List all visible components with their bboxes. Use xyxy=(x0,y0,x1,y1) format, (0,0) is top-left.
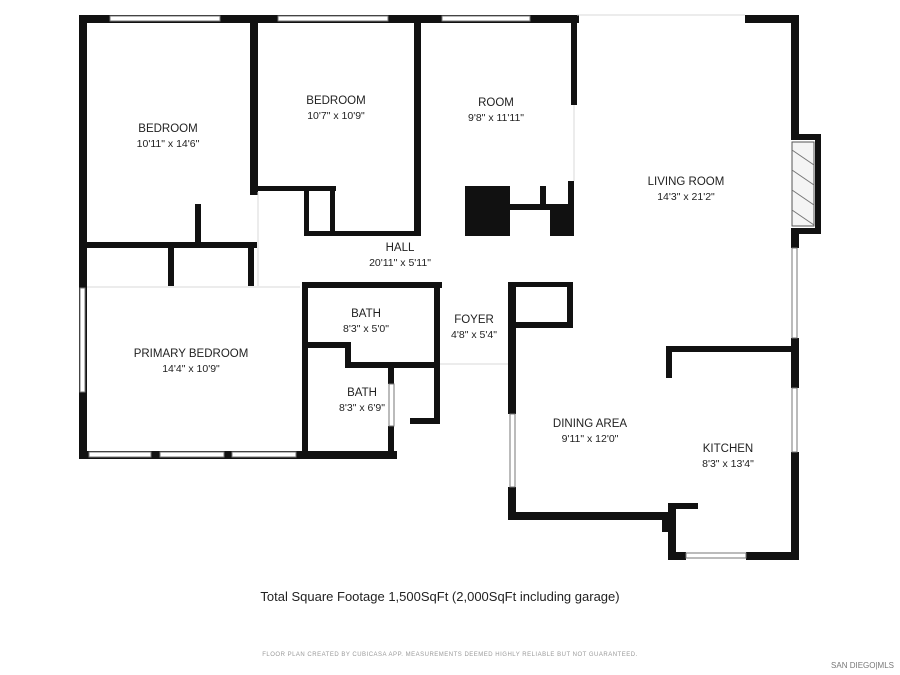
opening-lines xyxy=(87,14,745,365)
interior-walls xyxy=(87,15,798,459)
bath1-dims: 8'3" x 5'0" xyxy=(343,323,389,335)
fireplace xyxy=(791,141,815,227)
primary-bedroom-name: PRIMARY BEDROOM xyxy=(134,348,249,360)
windows xyxy=(79,15,798,559)
dining-area-dims: 9'11" x 12'0" xyxy=(562,433,619,445)
kitchen-name: KITCHEN xyxy=(703,443,753,455)
bath2-dims: 8'3" x 6'9" xyxy=(339,402,385,414)
total-footage: Total Square Footage 1,500SqFt (2,000SqF… xyxy=(260,589,620,604)
bath1-name: BATH xyxy=(351,308,381,320)
foyer-dims: 4'8" x 5'4" xyxy=(451,329,497,341)
room-name: ROOM xyxy=(478,97,514,109)
primary-bedroom-dims: 14'4" x 10'9" xyxy=(162,363,220,375)
kitchen-dims: 8'3" x 13'4" xyxy=(702,458,754,470)
bedroom2-dims: 10'7" x 10'9" xyxy=(307,110,365,122)
bedroom1-dims: 10'11" x 14'6" xyxy=(137,138,200,150)
brand-logo: SAN DIEGO|MLS xyxy=(831,661,894,670)
bedroom1-name: BEDROOM xyxy=(138,123,197,135)
disclaimer-text: FLOOR PLAN CREATED BY CUBICASA APP. MEAS… xyxy=(262,652,638,658)
bath2-name: BATH xyxy=(347,387,377,399)
hall-name: HALL xyxy=(386,242,415,254)
room-labels: BEDROOM 10'11" x 14'6" BEDROOM 10'7" x 1… xyxy=(134,95,754,470)
dining-area-name: DINING AREA xyxy=(553,418,627,430)
bedroom2-name: BEDROOM xyxy=(306,95,365,107)
hall-dims: 20'11" x 5'11" xyxy=(369,257,431,269)
room-dims: 9'8" x 11'11" xyxy=(468,112,524,124)
living-room-dims: 14'3" x 21'2" xyxy=(657,191,715,203)
foyer-name: FOYER xyxy=(454,314,494,326)
living-room-name: LIVING ROOM xyxy=(648,176,725,188)
